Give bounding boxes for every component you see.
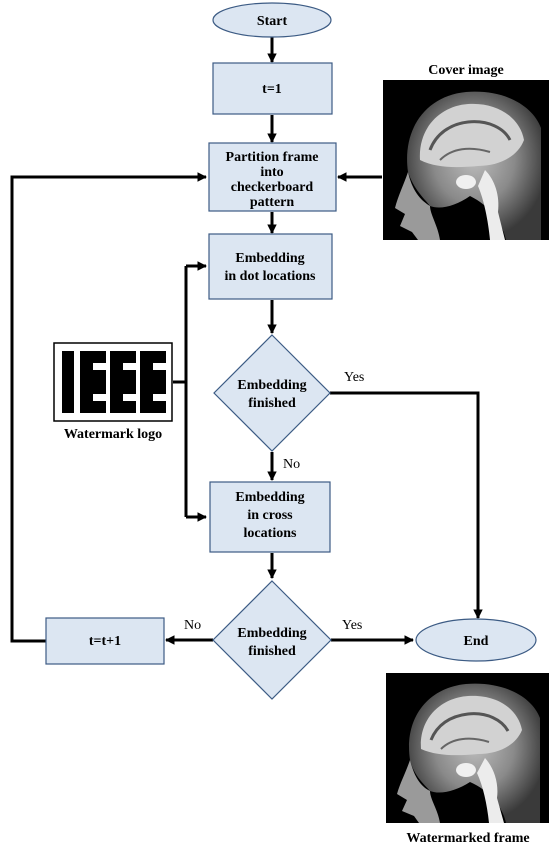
check1-label-line-1: Embedding <box>237 378 306 393</box>
partition-label-line-2: into <box>260 165 283 180</box>
embed-cross-label-line-2: in cross <box>247 508 293 523</box>
increment-node: t=t+1 <box>45 617 165 665</box>
embed-cross-label-line-3: locations <box>244 526 297 541</box>
check2-label-line-2: finished <box>248 644 296 659</box>
check2-yes-label: Yes <box>342 618 362 633</box>
embed-cross-label-line-1: Embedding <box>235 490 304 505</box>
partition-label-line-4: pattern <box>250 195 295 210</box>
watermarked-frame-caption: Watermarked frame <box>406 831 529 846</box>
check2-label-line-1: Embedding <box>237 626 306 641</box>
arrow-check1-yes-to-end <box>330 391 483 619</box>
increment-label: t=t+1 <box>89 634 121 649</box>
check2-no-label: No <box>184 618 201 633</box>
check1-no-label: No <box>283 457 300 472</box>
init-node: t=1 <box>212 62 333 115</box>
watermark-logo-image <box>53 342 173 422</box>
end-node: End <box>415 618 537 662</box>
embed-dot-label-line-1: Embedding <box>235 251 304 266</box>
check1-decision: Embedding finished <box>213 334 331 452</box>
check1-label-line-2: finished <box>248 396 296 411</box>
cover-mri-image <box>383 80 549 241</box>
partition-label-line-1: Partition frame <box>226 150 319 165</box>
connectors <box>10 36 483 645</box>
embed-cross-node: Embedding in cross locations <box>209 481 331 553</box>
start-node: Start <box>212 2 332 38</box>
watermark-logo-caption: Watermark logo <box>64 427 162 442</box>
init-label: t=1 <box>262 82 282 97</box>
end-label: End <box>464 634 489 649</box>
embed-dot-node: Embedding in dot locations <box>208 233 333 300</box>
check2-decision: Embedding finished <box>212 580 332 700</box>
embed-dot-label-line-2: in dot locations <box>224 269 316 284</box>
watermarked-mri-image <box>386 673 549 823</box>
start-label: Start <box>257 14 288 29</box>
cover-image-caption: Cover image <box>428 63 504 78</box>
partition-label-line-3: checkerboard <box>231 180 314 195</box>
arrow-increment-loop-to-partition <box>10 172 207 643</box>
check1-yes-label: Yes <box>344 370 364 385</box>
partition-node: Partition frame into checkerboard patter… <box>208 142 337 212</box>
